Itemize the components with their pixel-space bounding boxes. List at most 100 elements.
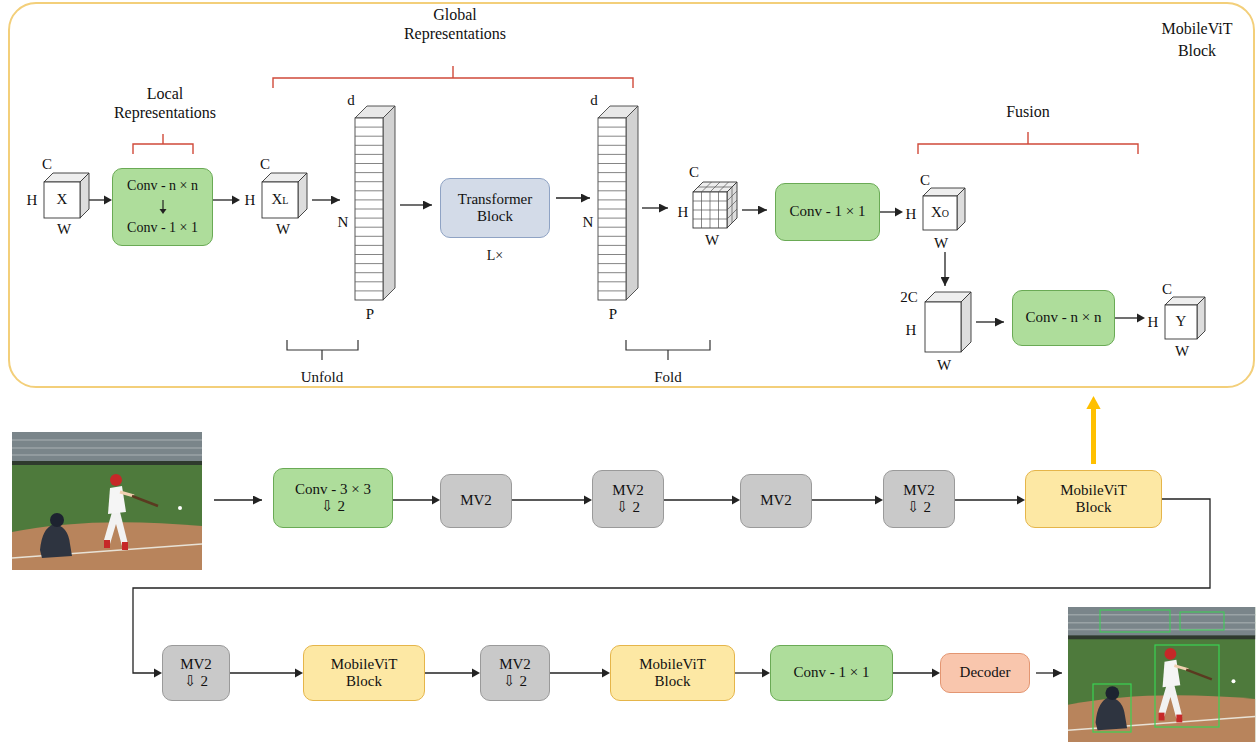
red-bracket [273,66,633,88]
arrow-head [762,669,770,678]
cube-front [923,196,957,230]
block-panel: MobileViT BlockXConv - n × nConv - 1 × 1… [8,2,1255,388]
dimension-label: C [260,155,270,173]
dimension-label: H [906,321,917,339]
connector [664,496,740,505]
box-text: Conv - n × n [1026,309,1102,326]
black-bracket [287,340,358,360]
box-text: MV2 [903,482,935,499]
conv-box: Conv - 1 × 1 [770,645,893,701]
mv2-box: MV2⇩ 2 [480,645,550,701]
transformer-box: Transformer Block [440,178,550,238]
box-text: ⇩ 2 [503,673,527,690]
flow-arrow [944,252,945,286]
tensor-cube: X [44,173,89,218]
arrow-head [154,669,162,678]
box-text: MobileViT Block [631,656,715,691]
box-text: ⇩ 2 [907,499,931,516]
repeat-label: L× [487,248,503,265]
arrow-head [432,496,440,505]
box-text: ⇩ 2 [616,499,640,516]
bracket-label: Fold [654,368,682,386]
output-photo [1068,607,1255,742]
connector [1115,314,1145,323]
dimension-label: W [276,220,290,238]
dimension-label: N [583,213,594,231]
cube-side [298,173,307,218]
section-label: Fusion [1006,102,1050,121]
connector-line [1115,317,1139,318]
dimension-label: C [920,171,930,189]
box-text: ⇩ 2 [321,498,345,515]
mv2-box: MV2 [440,474,512,528]
connector [550,669,610,678]
box-text: Transformer Block [449,191,541,226]
connector-line [550,672,604,673]
flow-arrow [556,197,590,198]
arrow-head [584,496,592,505]
box-text: MobileViT Block [1052,482,1136,517]
box-text: Conv - 1 × 1 [794,664,870,681]
inner-arrow [158,199,168,215]
cube-side [80,173,89,218]
connector [955,496,1025,505]
dimension-label: H [1148,313,1159,331]
box-text: Decoder [960,664,1011,681]
connector [512,496,592,505]
connector-line [664,499,734,500]
cube-text-holder: XO [923,196,957,230]
connector-line [213,199,234,200]
box-text: MV2 [499,656,531,673]
block-title: MobileViT Block [1151,18,1243,61]
connector-line [425,672,474,673]
dimension-label: W [705,231,719,249]
mv2-box: MV2 [740,474,812,528]
box-text: ⇩ 2 [184,673,208,690]
dimension-label: P [366,305,374,323]
connector-line [955,499,1019,500]
connector-line [735,672,764,673]
conv-box: Conv - n × nConv - 1 × 1 [112,168,213,246]
tensor-name: XL [272,191,289,208]
connector-line [393,499,434,500]
red-bracket [133,134,193,154]
dimension-label: N [338,213,349,231]
tensor-name: X [57,191,68,208]
cube-front [44,182,80,218]
dimension-label: W [937,356,951,374]
cube-front [1165,305,1197,339]
connector [213,196,240,205]
flow-arrow [976,321,1004,322]
cube-side [957,188,965,230]
box-text: MV2 [460,492,492,509]
dimension-label: P [609,305,617,323]
box-text: Conv - 1 × 1 [790,203,866,220]
tensor-name: Y [1176,313,1187,330]
connector [893,669,940,678]
connector [393,496,440,505]
cube-side [1197,297,1205,339]
flow-arrow [742,209,767,210]
arrow-head [602,669,610,678]
panel-title: MobileViT Block [1151,18,1243,61]
connector [1086,396,1100,464]
conv-box: Conv - n × n [1012,290,1115,346]
flow-arrow [1036,672,1062,673]
connector [812,496,883,505]
cube-text-holder: XL [262,182,298,218]
arrow-head [472,669,480,678]
inner-arrow-head [159,209,166,214]
connector-line [812,499,877,500]
conv-box: Conv - 1 × 1 [775,183,880,241]
connector [230,669,303,678]
arrow-head [1086,396,1100,409]
tensor-name: XO [931,204,949,221]
connector [735,669,770,678]
dimension-label: W [57,220,71,238]
connector-line [89,199,106,200]
detection-box [1155,645,1219,727]
dimension-label: d [590,91,598,109]
flow-arrow [642,207,668,208]
decoder-box: Decoder [940,653,1030,693]
box-text: MobileViT Block [322,656,406,691]
